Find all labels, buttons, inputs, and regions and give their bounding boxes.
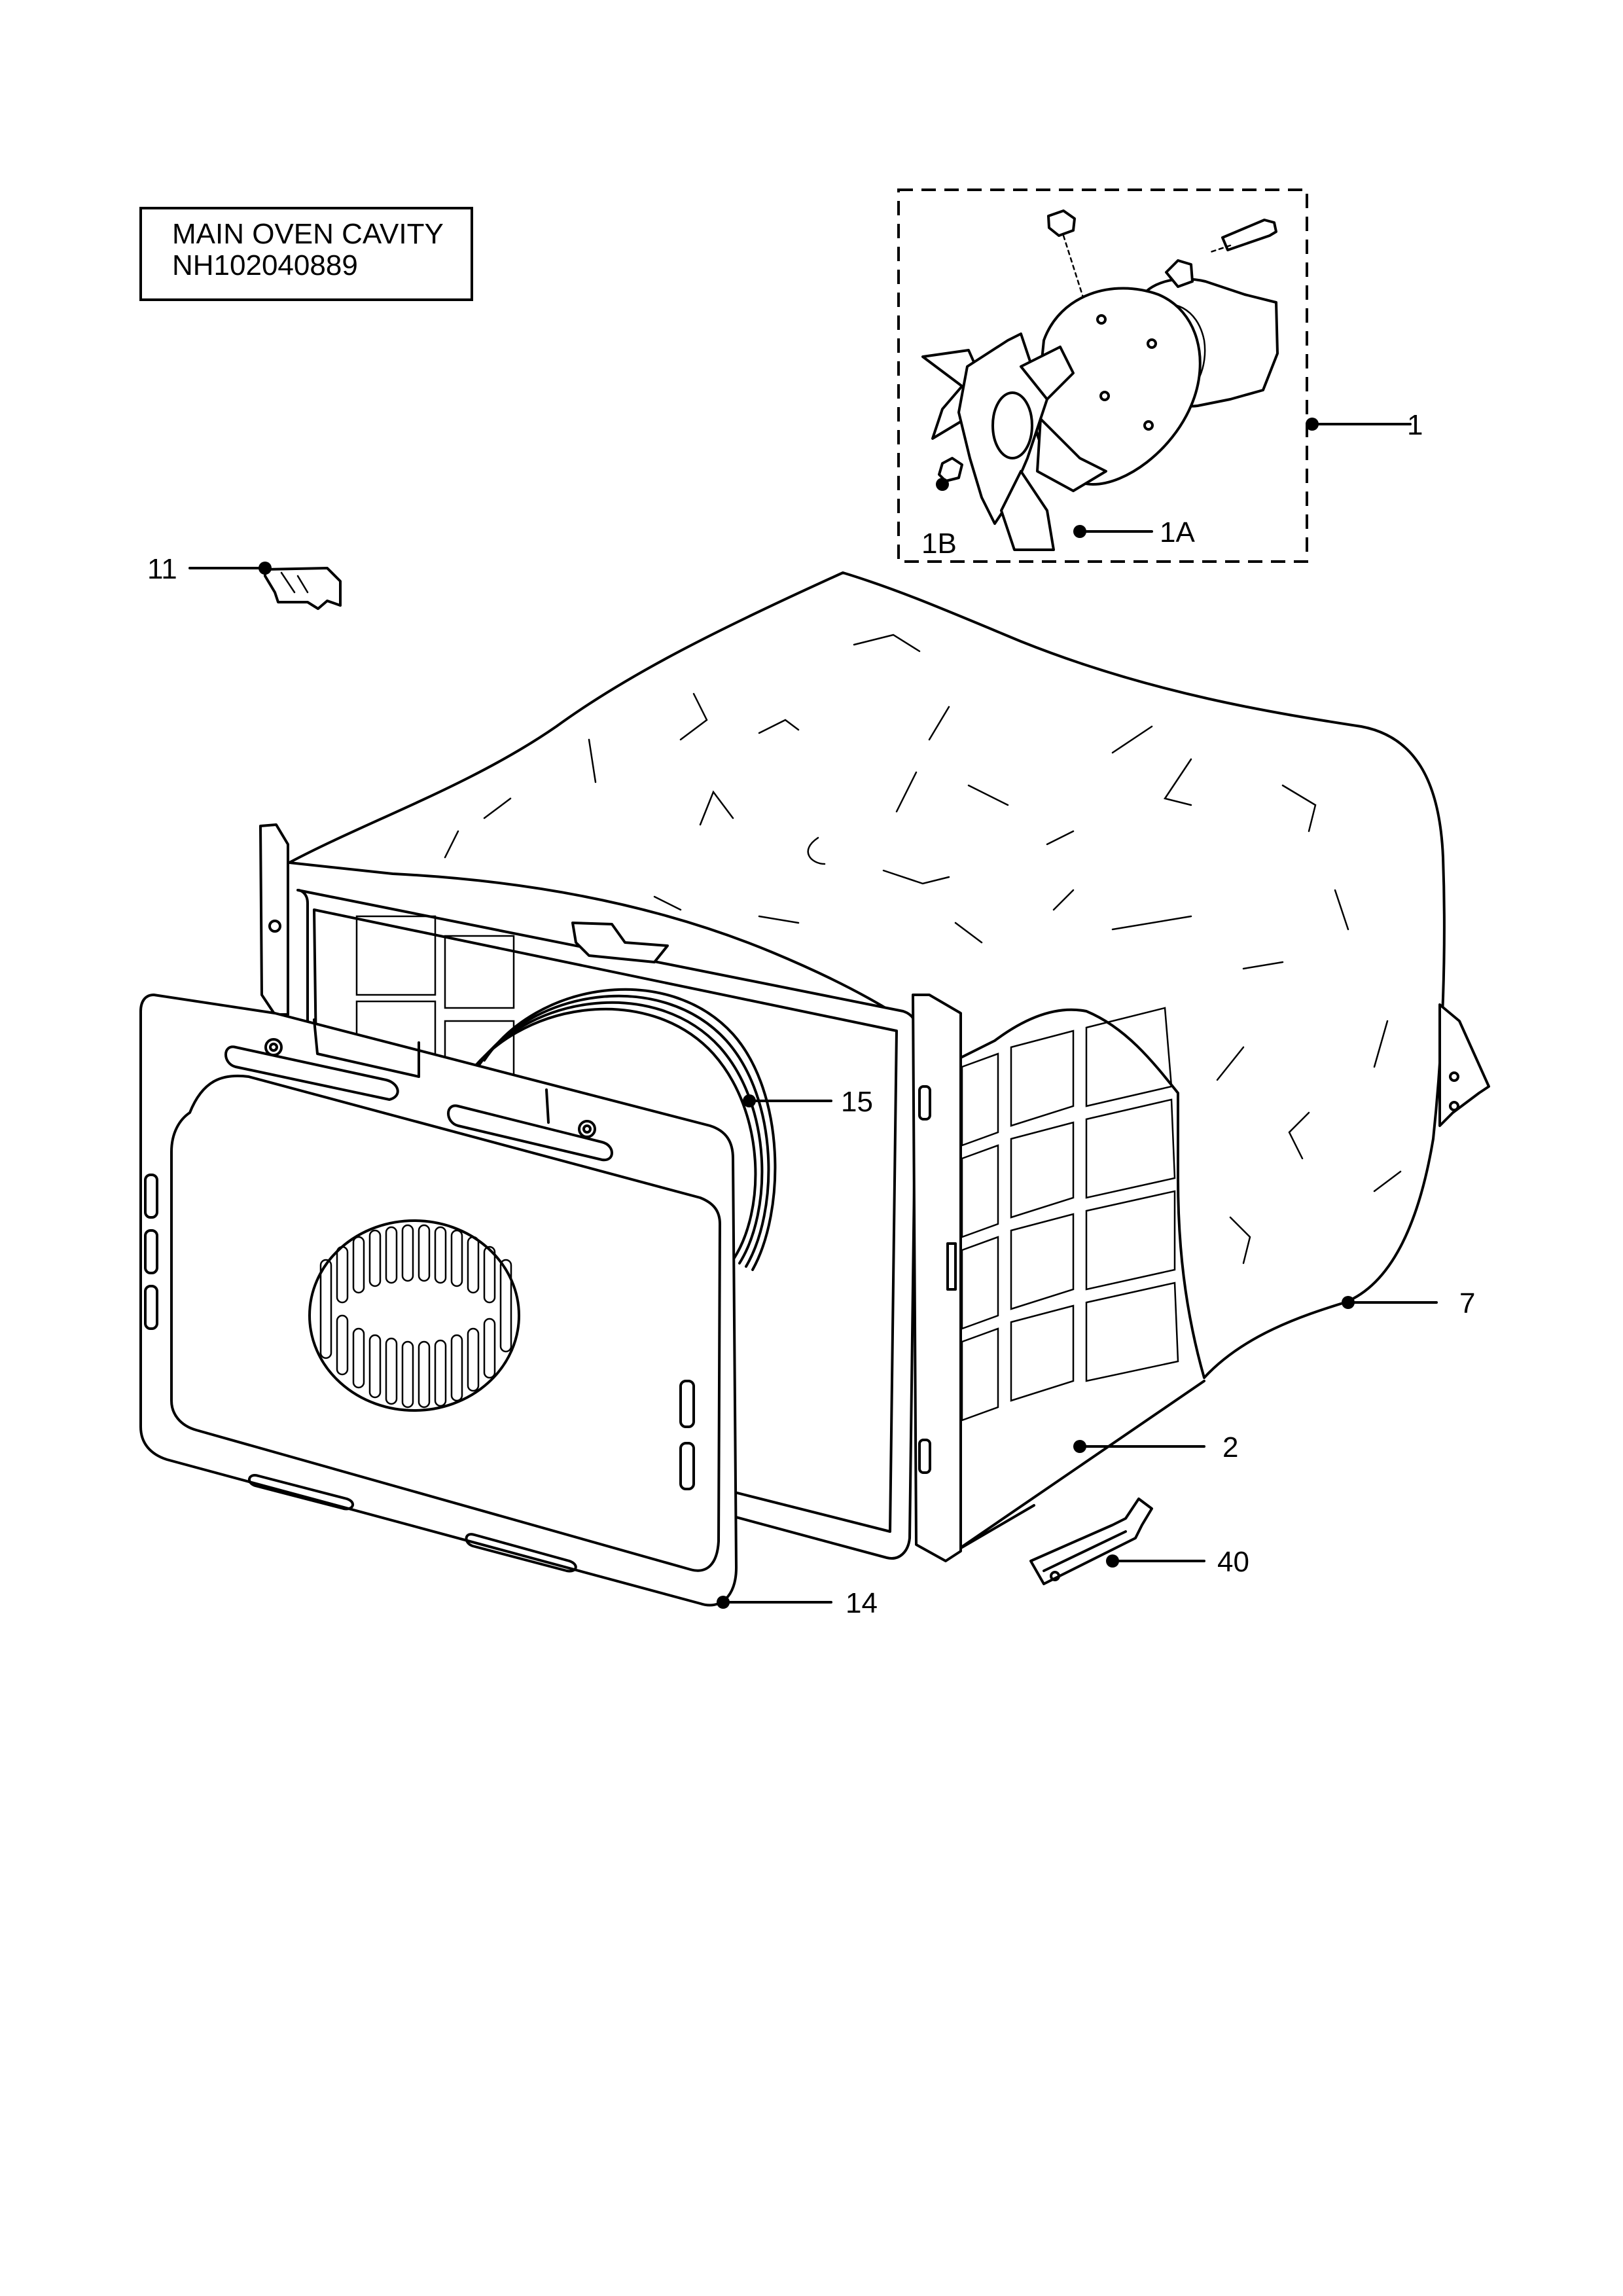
fan-assembly-box: [897, 188, 1308, 563]
callout-11: 11: [147, 553, 177, 585]
fan-blade-4: [1000, 470, 1055, 551]
callout-2: 2: [1222, 1431, 1238, 1463]
seal: [463, 1007, 757, 1261]
fan-blade-2: [1020, 346, 1075, 401]
diagram-title: MAIN OVEN CAVITY: [172, 218, 444, 250]
insulation-texture: [444, 634, 1402, 1265]
rail-40: [1029, 1498, 1153, 1585]
callout-14: 14: [846, 1587, 878, 1619]
callout-15: 15: [841, 1086, 873, 1118]
top-clip: [571, 922, 669, 963]
seal-group: [463, 988, 777, 1271]
fan-nut-top: [1047, 209, 1076, 237]
left-post: [259, 823, 289, 1016]
cavity-side-grid: [961, 1007, 1179, 1422]
title-box: MAIN OVEN CAVITY NH102040889: [139, 207, 473, 301]
fan-grille: [308, 1219, 520, 1412]
fan-assembly-group: [897, 188, 1308, 563]
part-number: NH102040889: [172, 249, 358, 281]
callout-1b: 1B: [921, 528, 957, 560]
bracket: [264, 567, 342, 610]
motor-bracket: [1165, 259, 1194, 288]
back-panel-group: [139, 994, 738, 1607]
rail: [1029, 1498, 1153, 1585]
fan-grille-outline: [308, 1219, 520, 1412]
callout-labels: 1 1A 1B 11 15 7 2 40 14: [147, 409, 1475, 1619]
callout-7: 7: [1459, 1287, 1475, 1319]
leader-lines: [188, 418, 1438, 1609]
callout-40: 40: [1217, 1546, 1249, 1578]
side-tab: [1438, 1003, 1490, 1127]
back-panel-inner: [170, 1074, 721, 1572]
bracket-11: [264, 567, 342, 610]
cavity-side-edges: [954, 1066, 1205, 1552]
back-panel: [139, 994, 738, 1607]
callout-1a: 1A: [1160, 516, 1195, 548]
fan-hub: [991, 391, 1033, 459]
fan-blade-3: [1036, 418, 1107, 492]
fan-nut: [938, 457, 963, 482]
screw: [1221, 219, 1277, 251]
callout-1: 1: [1407, 409, 1423, 441]
right-post: [912, 994, 962, 1562]
